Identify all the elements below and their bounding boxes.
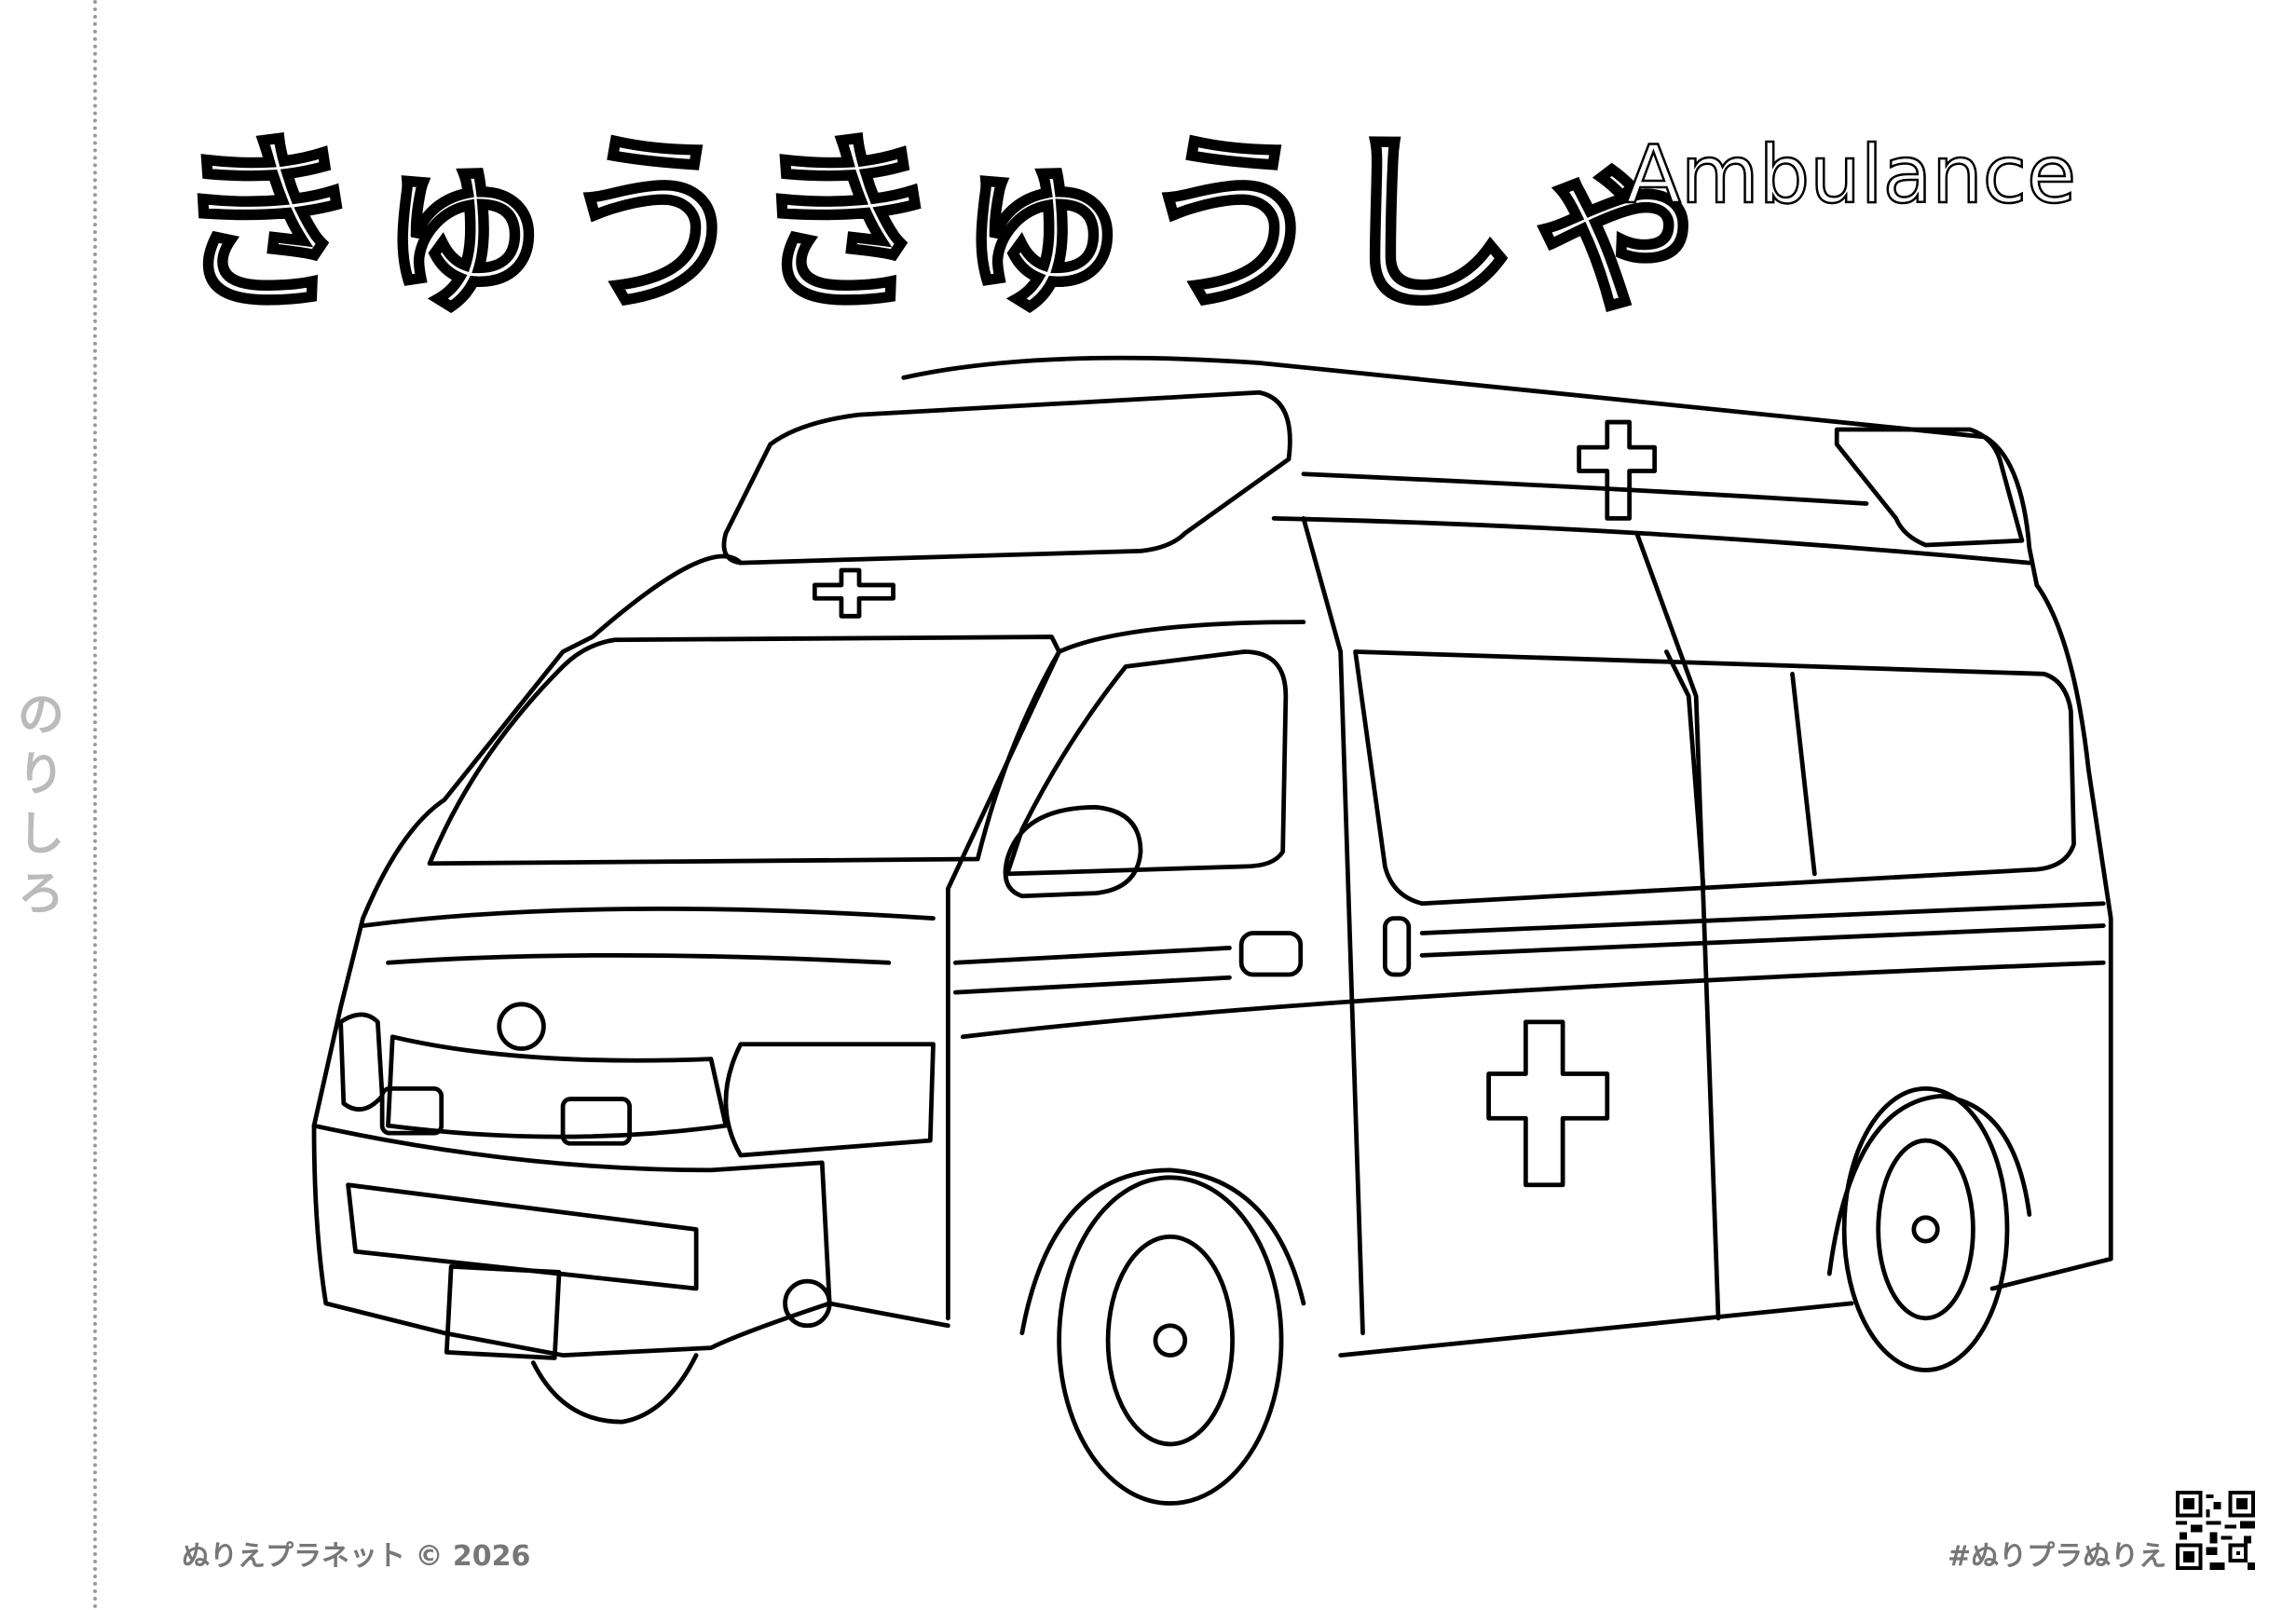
license-plate xyxy=(444,1263,562,1360)
grille xyxy=(386,1034,729,1139)
front-tire-under xyxy=(530,1353,699,1425)
side-stripe xyxy=(952,901,2106,995)
door-lines xyxy=(1301,516,1721,1336)
rear-door-handle xyxy=(1382,916,1412,977)
cut-guide-line xyxy=(93,0,97,1610)
hood-line xyxy=(361,907,936,965)
door-handle xyxy=(1238,931,1304,977)
window-divider xyxy=(1664,649,1817,892)
front-door-window xyxy=(1004,649,1289,877)
windshield xyxy=(427,634,1062,866)
front-wheel-arch xyxy=(1019,1167,1306,1336)
roof-line xyxy=(1271,471,2032,566)
footer-hashtag: #ぬりプラぬりえ xyxy=(1948,1540,2167,1573)
rear-wheel-hub xyxy=(1911,1215,1940,1244)
copyright-symbol: © xyxy=(415,1540,444,1573)
fog-light-round xyxy=(783,1278,832,1329)
roof-light-front xyxy=(721,389,1292,566)
bumper xyxy=(311,1123,832,1306)
front-wheel-hub xyxy=(1153,1323,1188,1358)
fog-lamp-right xyxy=(560,1097,632,1146)
body-outline xyxy=(311,355,2113,1358)
qr-code-icon xyxy=(2176,1491,2255,1570)
rear-wheel-rim xyxy=(1876,1138,1975,1321)
glue-margin-label: のりしろ xyxy=(18,688,64,921)
front-wheel xyxy=(1057,1175,1284,1506)
title-japanese: きゅうきゅうしゃ xyxy=(171,113,1716,339)
rear-wheel-arch xyxy=(1826,1093,2032,1276)
headlight-left xyxy=(338,1012,385,1112)
brand-name: ぬりえプラネット xyxy=(182,1540,405,1573)
rear-wheel xyxy=(1841,1086,2010,1372)
front-wheel-rim xyxy=(1105,1235,1235,1447)
side-window xyxy=(1353,649,2076,907)
footer-brand: ぬりえプラネット © 2026 xyxy=(182,1533,530,1574)
red-cross-icon-roof xyxy=(1577,419,1658,521)
headlight-right xyxy=(723,1042,936,1158)
character-line xyxy=(960,960,2106,1040)
copyright-year: 2026 xyxy=(452,1540,531,1573)
toyota-emblem xyxy=(497,1002,546,1051)
mirror xyxy=(1003,805,1143,899)
title-english: Ambulance xyxy=(1625,128,2078,224)
a-pillar xyxy=(946,620,1306,1321)
fog-lamp-left xyxy=(379,1086,444,1136)
red-cross-icon-side xyxy=(1486,1019,1610,1188)
red-cross-icon-front xyxy=(812,567,895,619)
